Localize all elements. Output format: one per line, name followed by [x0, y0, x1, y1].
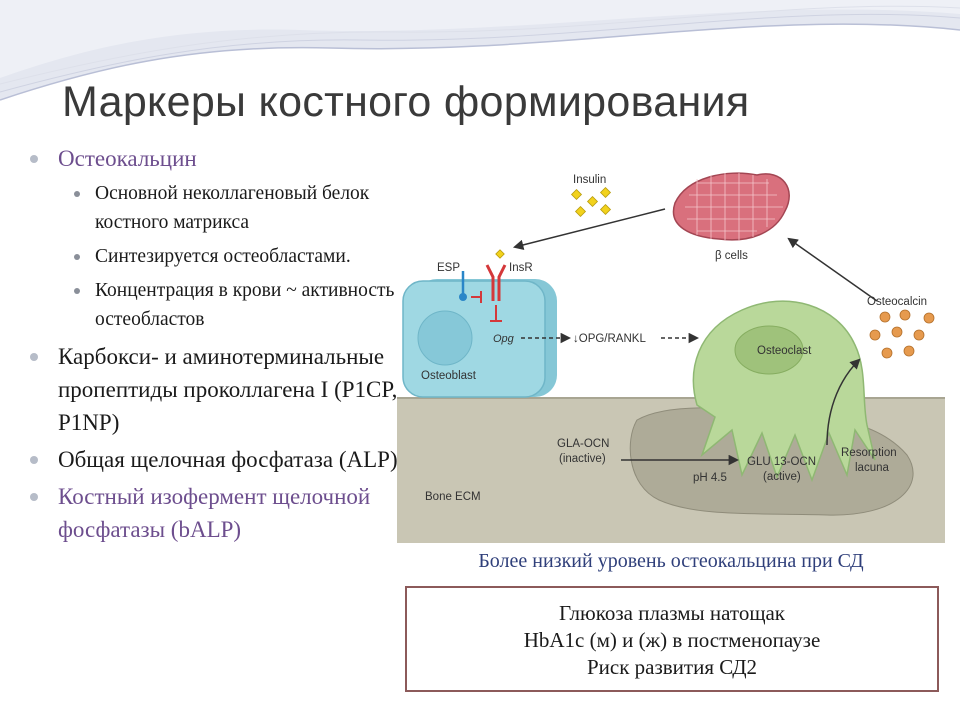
arrow-osteocalcin-to-beta-cells — [787, 237, 878, 302]
osteocalcin-molecules — [869, 309, 935, 359]
beta-cells-cluster — [672, 172, 790, 241]
sub-bullet: Основной неколлагеновый белок костного м… — [30, 179, 400, 237]
bullet-list: Остеокальцин Основной неколлагеновый бел… — [30, 142, 400, 550]
arrow-insulin-to-osteoblast — [512, 208, 666, 251]
insr-receptor — [485, 264, 507, 301]
label-beta-cells: β cells — [715, 250, 748, 262]
box-line: Глюкоза плазмы натощак — [558, 601, 786, 625]
label-gla-ocn: GLA-OCN — [557, 438, 609, 450]
label-ph: pH 4.5 — [693, 472, 727, 484]
osteoclast-nucleus — [734, 325, 804, 375]
box-line: Риск развития СД2 — [586, 655, 758, 679]
esp-receptor — [459, 293, 467, 301]
header-wave-decoration — [0, 0, 960, 101]
bullet-osteocalcin: Остеокальцин Основной неколлагеновый бел… — [30, 142, 400, 334]
label-insulin: Insulin — [573, 174, 606, 186]
label-osteoblast: Osteoblast — [421, 370, 477, 382]
label-resorption: Resorption — [841, 447, 897, 459]
sub-bullet-list: Основной неколлагеновый белок костного м… — [30, 179, 400, 334]
osteoblast-nucleus — [417, 310, 473, 366]
osteoblast-cell — [402, 280, 546, 398]
label-osteocalcin: Osteocalcin — [867, 296, 927, 308]
label-glu-ocn-state: (active) — [763, 471, 801, 483]
label-glu-ocn: GLU 13-OCN — [747, 456, 816, 468]
bullet-procollagen-propeptides: Карбокси- и аминотерминальные пропептиды… — [30, 340, 400, 439]
box-line: HbA1c (м) и (ж) в постменопаузе — [523, 628, 821, 652]
bullet-balp: Костный изофермент щелочной фосфатазы (b… — [30, 480, 400, 546]
sub-bullet: Синтезируется остеобластами. — [30, 242, 400, 271]
sub-bullet: Концентрация в крови ~ активность остеоб… — [30, 276, 400, 334]
label-bone-ecm: Bone ECM — [425, 491, 481, 503]
label-osteoclast: Osteoclast — [757, 345, 812, 357]
bullet-alp: Общая щелочная фосфатаза (ALP) — [30, 443, 400, 476]
insulin-molecules — [495, 186, 612, 259]
osteocalcin-diagram: Insulin β cells ESP InsR Opg ↓OPG/RANKL … — [397, 155, 945, 543]
label-esp: ESP — [437, 262, 460, 274]
diabetes-markers-box: Глюкоза плазмы натощак HbA1c (м) и (ж) в… — [405, 586, 939, 692]
label-gla-ocn-state: (inactive) — [559, 453, 606, 465]
label-opg: Opg — [493, 333, 515, 345]
label-opg-rankl: ↓OPG/RANKL — [573, 333, 646, 345]
bullet-text: Остеокальцин — [58, 146, 197, 171]
figure-caption: Более низкий уровень остеокальцина при С… — [478, 550, 864, 572]
slide-title: Маркеры костного формирования — [62, 78, 750, 126]
label-lacuna: lacuna — [855, 462, 889, 474]
label-insr: InsR — [509, 262, 533, 274]
